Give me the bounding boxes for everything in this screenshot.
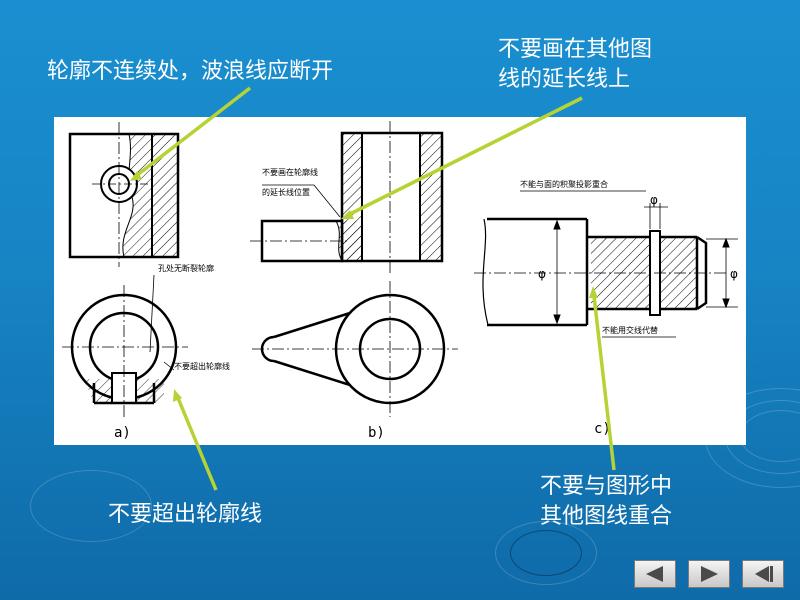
callout-top-left: 轮廓不连续处，波浪线应断开 <box>47 59 334 84</box>
callout-top-right-line2: 线的延长线上 <box>498 67 631 92</box>
dia-symbol-right: φ <box>730 267 738 281</box>
view-c-shaft <box>474 190 738 338</box>
callout-bottom-right-line1: 不要与图形中 <box>540 474 673 499</box>
technical-drawing-panel: 孔处无断裂轮廓 不要超出轮廓线 不要画在轮廓线 的延长线位置 不能与面的积聚投影… <box>54 117 746 445</box>
note-c-intersection: 不能用交线代替 <box>602 326 658 335</box>
skip-to-end-icon <box>755 566 773 582</box>
triangle-right-icon <box>701 566 718 582</box>
water-ripple-decoration <box>495 521 597 585</box>
note-a-outline: 不要超出轮廓线 <box>174 362 230 371</box>
view-a-front <box>68 122 180 267</box>
callout-bottom-right-line2: 其他图线重合 <box>540 504 673 529</box>
drawing-svg <box>62 121 738 417</box>
end-slide-button[interactable] <box>742 560 784 588</box>
view-a-top <box>62 274 188 417</box>
dia-symbol-left: φ <box>538 267 546 281</box>
view-b-top <box>252 281 458 417</box>
label-a: a) <box>114 425 131 441</box>
triangle-left-icon <box>646 566 663 582</box>
label-c: c) <box>594 421 611 437</box>
dia-symbol-top: φ <box>650 193 658 207</box>
note-b-line1: 不要画在轮廓线 <box>262 168 318 177</box>
callout-bottom-left: 不要超出轮廓线 <box>108 502 263 527</box>
callout-top-right-line1: 不要画在其他图 <box>498 37 653 62</box>
note-b-line2: 的延长线位置 <box>262 188 310 197</box>
note-a-hole: 孔处无断裂轮廓 <box>158 264 214 273</box>
note-c-projection: 不能与面的积聚投影重合 <box>520 180 608 189</box>
label-b: b) <box>368 425 385 441</box>
prev-slide-button[interactable] <box>634 560 676 588</box>
next-slide-button[interactable] <box>688 560 730 588</box>
water-ripple-decoration <box>30 470 152 542</box>
